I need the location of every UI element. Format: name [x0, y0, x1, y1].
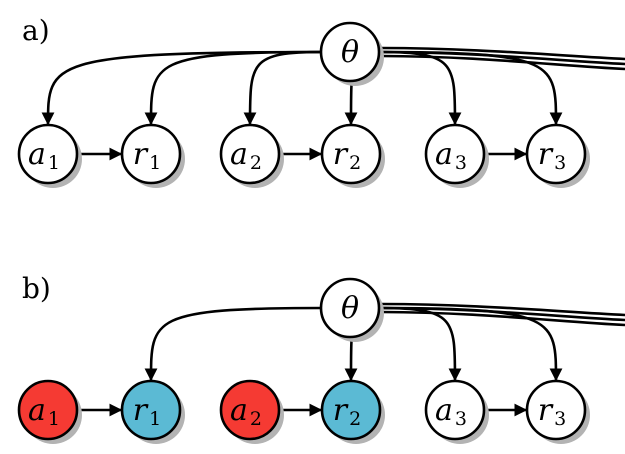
- edge-theta-a1: [41, 50, 324, 126]
- node-symbol: a: [28, 137, 46, 172]
- node-circle: [424, 123, 486, 185]
- node-circle: [219, 123, 281, 185]
- node-symbol: r: [333, 137, 349, 172]
- edge-theta-a3: [376, 306, 462, 382]
- edge-theta-r1: [144, 306, 324, 382]
- node-symbol: a: [435, 137, 453, 172]
- node-subscript: 3: [554, 408, 566, 430]
- edges: [77, 302, 625, 417]
- edge-theta-a2: [243, 50, 324, 126]
- edge-theta-offscreen: [376, 50, 625, 66]
- node-symbol: r: [538, 393, 554, 428]
- node-circle: [320, 379, 382, 441]
- edge-theta-a3: [376, 50, 462, 126]
- node-circle: [320, 123, 382, 185]
- panel-label: a): [22, 14, 50, 47]
- node-symbol: r: [538, 137, 554, 172]
- node-symbol: a: [435, 393, 453, 428]
- node-circle: [525, 379, 587, 441]
- node-subscript: 1: [149, 152, 161, 174]
- edge-theta-offscreen: [376, 306, 625, 322]
- node-symbol: a: [230, 393, 248, 428]
- node-symbol: θ: [341, 291, 359, 326]
- node-circle: [219, 379, 281, 441]
- node-subscript: 1: [48, 152, 60, 174]
- node-circle: [319, 277, 381, 339]
- node-subscript: 2: [349, 152, 361, 174]
- node-label: θ: [341, 35, 359, 70]
- panel-label: b): [22, 272, 51, 305]
- edge-theta-offscreen: [376, 54, 625, 71]
- edge-theta-offscreen: [376, 302, 625, 317]
- node-circle: [424, 379, 486, 441]
- node-subscript: 3: [554, 152, 566, 174]
- node-circle: [525, 123, 587, 185]
- edges: [41, 46, 625, 161]
- node-symbol: r: [133, 393, 149, 428]
- node-theta: θ: [319, 277, 384, 342]
- node-subscript: 2: [250, 408, 262, 430]
- node-circle: [17, 379, 79, 441]
- edge-theta-r1: [144, 50, 324, 126]
- node-subscript: 3: [455, 408, 467, 430]
- node-subscript: 2: [250, 152, 262, 174]
- node-subscript: 3: [455, 152, 467, 174]
- node-symbol: r: [133, 137, 149, 172]
- edge-theta-offscreen: [376, 46, 625, 61]
- node-subscript: 2: [349, 408, 361, 430]
- node-symbol: θ: [341, 35, 359, 70]
- node-subscript: 1: [149, 408, 161, 430]
- node-label: θ: [341, 291, 359, 326]
- node-symbol: r: [333, 393, 349, 428]
- node-subscript: 1: [48, 408, 60, 430]
- node-circle: [17, 123, 79, 185]
- node-circle: [120, 379, 182, 441]
- node-circle: [319, 21, 381, 83]
- node-theta: θ: [319, 21, 384, 86]
- node-symbol: a: [28, 393, 46, 428]
- node-symbol: a: [230, 137, 248, 172]
- edge-theta-offscreen: [376, 310, 625, 327]
- node-circle: [120, 123, 182, 185]
